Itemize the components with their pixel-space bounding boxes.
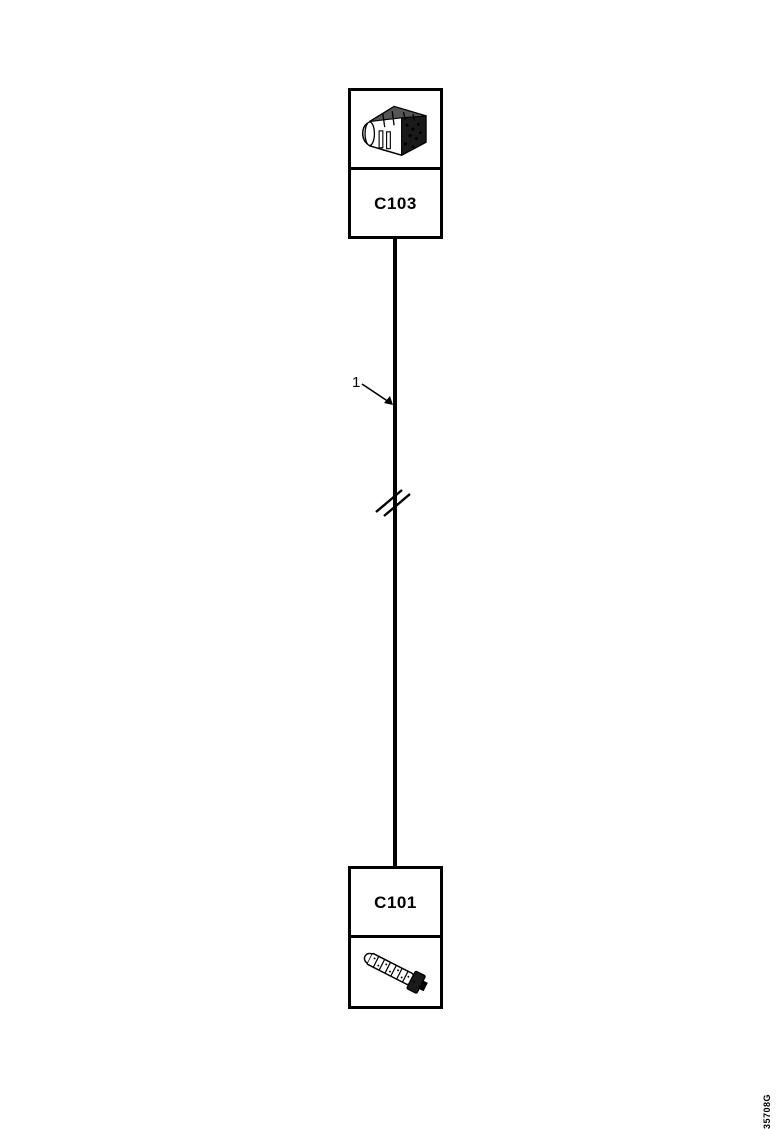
inline-terminal-connector-icon	[363, 952, 428, 994]
connector-id-top: C103	[374, 193, 417, 213]
wire-break-symbol	[375, 489, 411, 517]
multi-pin-rectangular-connector-icon	[361, 105, 427, 157]
connector-module-top[interactable]: C103	[348, 88, 443, 239]
connector-label-cell-top: C103	[351, 170, 440, 236]
wire-number-leader-line	[361, 383, 393, 405]
connector-id-bottom: C101	[374, 892, 417, 912]
connector-icon-cell-top	[351, 91, 440, 170]
connector-label-cell-bottom: C101	[351, 869, 440, 938]
wire-number-label: 1	[352, 374, 361, 391]
wire-1-line[interactable]	[393, 237, 397, 868]
connector-module-bottom[interactable]: C101	[348, 866, 443, 1009]
wiring-diagram-canvas: C103 1 C101	[348, 88, 772, 1129]
connector-icon-cell-bottom	[351, 938, 440, 1006]
drawing-reference-code: 35708G	[762, 1094, 772, 1129]
